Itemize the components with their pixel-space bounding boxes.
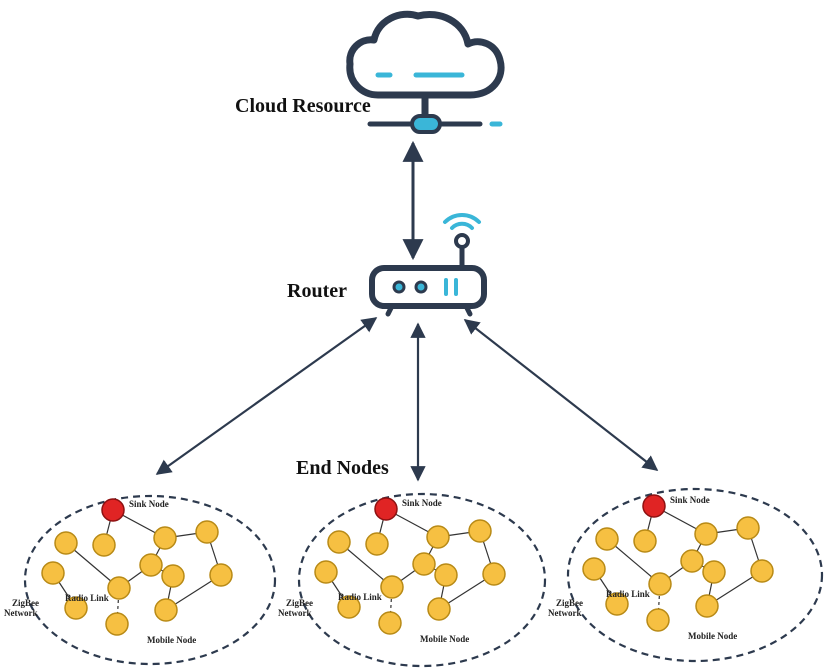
sensor-node bbox=[139, 553, 163, 577]
sensor-node bbox=[92, 533, 116, 557]
zigbee-label: ZigBee bbox=[12, 598, 39, 608]
mobile-node-label: Mobile Node bbox=[688, 631, 737, 641]
sensor-node bbox=[434, 563, 458, 587]
network-boundary bbox=[566, 487, 824, 663]
sink-node bbox=[101, 498, 125, 522]
arrow-router-right bbox=[463, 319, 659, 471]
sensor-node bbox=[482, 562, 506, 586]
sink-node bbox=[374, 497, 398, 521]
sink-node-label: Sink Node bbox=[670, 495, 710, 505]
sensor-node bbox=[365, 532, 389, 556]
mobile-node bbox=[105, 612, 129, 636]
network-boundary bbox=[23, 494, 277, 666]
sensor-node bbox=[427, 597, 451, 621]
mobile-node bbox=[378, 611, 402, 635]
sensor-node bbox=[736, 516, 760, 540]
sensor-node bbox=[702, 560, 726, 584]
mobile-node-label: Mobile Node bbox=[420, 634, 469, 644]
network-boundary bbox=[297, 492, 547, 668]
network-label: Network bbox=[548, 608, 582, 618]
sensor-node bbox=[694, 522, 718, 546]
sensor-node bbox=[314, 560, 338, 584]
cloud-icon bbox=[346, 10, 505, 134]
sensor-node bbox=[64, 596, 88, 620]
sensor-node bbox=[695, 594, 719, 618]
sensor-node bbox=[468, 519, 492, 543]
sensor-node bbox=[605, 592, 629, 616]
sensor-node bbox=[209, 563, 233, 587]
radio-link-label: Radio Link bbox=[606, 589, 650, 599]
wifi-icon bbox=[443, 212, 481, 249]
sensor-node bbox=[380, 575, 404, 599]
sensor-node bbox=[195, 520, 219, 544]
end-nodes-label: End Nodes bbox=[296, 457, 389, 479]
sensor-node bbox=[327, 530, 351, 554]
sensor-node bbox=[154, 598, 178, 622]
sensor-node bbox=[595, 527, 619, 551]
sensor-node bbox=[582, 557, 606, 581]
sensor-node bbox=[161, 564, 185, 588]
network-label: Network bbox=[4, 608, 38, 618]
router-label: Router bbox=[287, 280, 347, 302]
radio-link-label: Radio Link bbox=[65, 593, 109, 603]
sensor-node bbox=[153, 526, 177, 550]
mobile-node bbox=[646, 608, 670, 632]
radio-link-label: Radio Link bbox=[338, 592, 382, 602]
sink-node-label: Sink Node bbox=[129, 499, 169, 509]
sensor-node bbox=[412, 552, 436, 576]
cloud-label: Cloud Resource bbox=[235, 95, 371, 117]
mobile-node-label: Mobile Node bbox=[147, 635, 196, 645]
arrow-router-left bbox=[155, 317, 378, 475]
sensor-node bbox=[41, 561, 65, 585]
sensor-node bbox=[633, 529, 657, 553]
sink-node bbox=[642, 494, 666, 518]
sensor-node bbox=[54, 531, 78, 555]
sensor-node bbox=[426, 525, 450, 549]
sensor-node bbox=[107, 576, 131, 600]
sensor-node bbox=[648, 572, 672, 596]
zigbee-label: ZigBee bbox=[556, 598, 583, 608]
router-icon bbox=[369, 248, 487, 317]
sensor-node bbox=[750, 559, 774, 583]
sink-node-label: Sink Node bbox=[402, 498, 442, 508]
network-label: Network bbox=[278, 608, 312, 618]
sensor-node bbox=[680, 549, 704, 573]
zigbee-label: ZigBee bbox=[286, 598, 313, 608]
sensor-node bbox=[337, 595, 361, 619]
